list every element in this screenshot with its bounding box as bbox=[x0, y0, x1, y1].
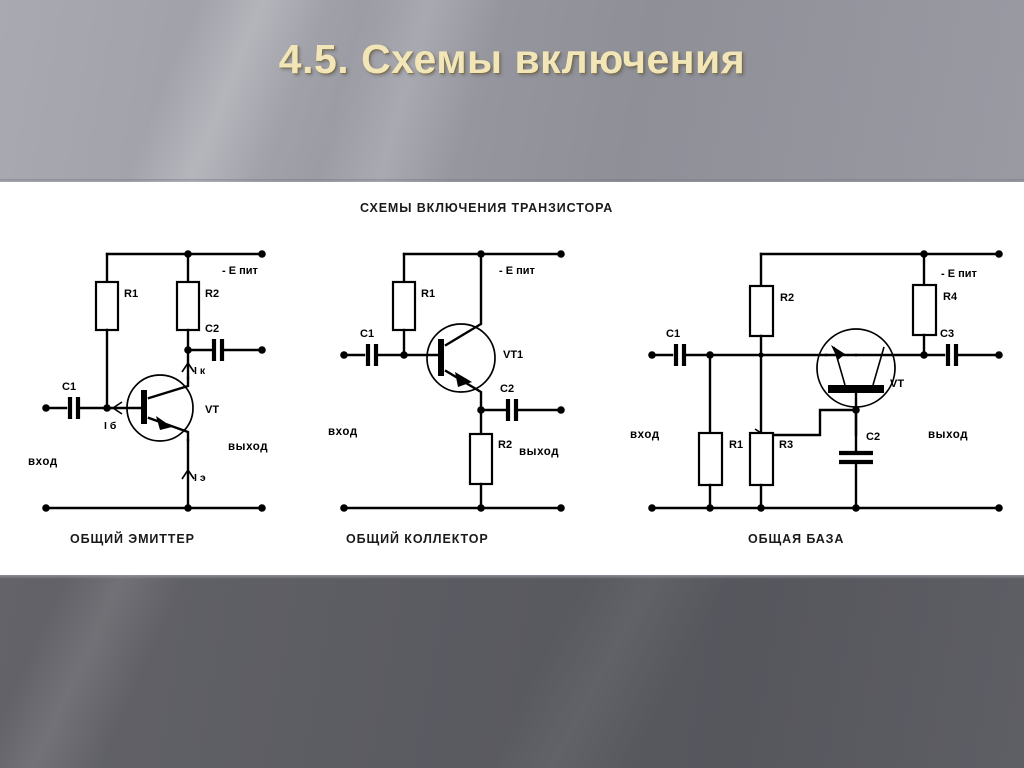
ground-mid-dot bbox=[477, 504, 485, 512]
output-label: выход bbox=[928, 429, 968, 441]
ground-right-dot bbox=[258, 504, 266, 512]
resistor-R3-label: R3 bbox=[779, 439, 793, 451]
transistor-base-bar bbox=[141, 390, 147, 424]
emitter-arrow-head bbox=[831, 345, 845, 360]
resistor-R2 bbox=[468, 432, 494, 486]
ground-left-dot bbox=[42, 504, 50, 512]
emitter-current-arrow bbox=[181, 468, 195, 480]
base-current-arrow bbox=[111, 401, 123, 415]
transistor-collector-line bbox=[147, 376, 190, 400]
input-label: вход bbox=[630, 429, 660, 441]
supply-label: - Е пит bbox=[941, 268, 978, 280]
top-background-band bbox=[0, 0, 1024, 182]
bottom-background-band bbox=[0, 575, 1024, 768]
emitter-arrow-head bbox=[455, 372, 472, 387]
base-current-label: I б bbox=[104, 420, 117, 432]
figure-heading: СХЕМЫ ВКЛЮЧЕНИЯ ТРАНЗИСТОРА bbox=[360, 201, 613, 215]
resistor-R2 bbox=[175, 280, 201, 332]
transistor-collector-line bbox=[872, 346, 885, 386]
resistor-R4-label: R4 bbox=[943, 291, 958, 303]
capacitor-C1-label: C1 bbox=[62, 381, 76, 393]
r2-node-dot bbox=[758, 352, 764, 358]
transistor-base-bar bbox=[828, 385, 884, 393]
emitter-current-label: I э bbox=[194, 472, 206, 484]
circuit-caption: ОБЩАЯ БАЗА bbox=[748, 532, 844, 546]
supply-terminal-dot bbox=[258, 250, 266, 258]
ground-r3-dot bbox=[757, 504, 765, 512]
ground-left-dot bbox=[648, 504, 656, 512]
circuit-caption: ОБЩИЙ КОЛЛЕКТОР bbox=[346, 531, 489, 546]
transistor-label: VT bbox=[890, 378, 904, 390]
ground-mid-dot bbox=[184, 504, 192, 512]
supply-label: - Е пит bbox=[499, 265, 536, 277]
resistor-R1 bbox=[697, 431, 724, 487]
capacitor-C1-label: C1 bbox=[666, 328, 680, 340]
resistor-R3 bbox=[748, 431, 775, 487]
input-label: вход bbox=[28, 456, 58, 468]
supply-terminal-dot bbox=[995, 250, 1003, 258]
capacitor-C2-label: C2 bbox=[500, 383, 514, 395]
collector-current-label: I к bbox=[194, 365, 206, 377]
input-terminal-dot bbox=[648, 351, 656, 359]
transistor-emitter-line bbox=[147, 416, 190, 442]
transistor-collector-line bbox=[444, 252, 483, 347]
ground-c2-dot bbox=[852, 504, 860, 512]
resistor-R1-label: R1 bbox=[729, 439, 743, 451]
transistor-base-bar bbox=[438, 339, 444, 376]
transistor-configurations-figure: СХЕМЫ ВКЛЮЧЕНИЯ ТРАНЗИСТОРА - Е пит R1 R… bbox=[28, 201, 1003, 546]
circuit-common-collector: - Е пит R1 C1 VT1 bbox=[328, 250, 565, 546]
emitter-arrow-head bbox=[156, 416, 172, 430]
circuit-caption: ОБЩИЙ ЭМИТТЕР bbox=[70, 531, 195, 546]
capacitor-C2-label: C2 bbox=[866, 431, 880, 443]
resistor-R4 bbox=[911, 283, 938, 337]
capacitor-C3-label: C3 bbox=[940, 328, 954, 340]
circuit-common-emitter: - Е пит R1 R2 C2 I к bbox=[28, 250, 268, 546]
supply-label: - Е пит bbox=[222, 265, 259, 277]
page-title: 4.5. Схемы включения bbox=[278, 36, 746, 82]
ground-right-dot bbox=[995, 504, 1003, 512]
resistor-R2-label: R2 bbox=[780, 292, 794, 304]
transistor-body-circle bbox=[426, 323, 496, 393]
output-label: выход bbox=[519, 446, 559, 458]
output-terminal-dot bbox=[995, 351, 1003, 359]
capacitor-C2-label: C2 bbox=[205, 323, 219, 335]
transistor-label: VT1 bbox=[503, 349, 523, 361]
output-label: выход bbox=[228, 441, 268, 453]
transistor-label: VT bbox=[205, 404, 219, 416]
supply-terminal-dot bbox=[557, 250, 565, 258]
ground-r1-dot bbox=[706, 504, 714, 512]
input-terminal-dot bbox=[340, 351, 348, 359]
resistor-R2 bbox=[748, 284, 775, 338]
resistor-R1 bbox=[94, 280, 120, 332]
resistor-R2-label: R2 bbox=[205, 288, 219, 300]
circuit-common-base: - Е пит R2 R4 C1 bbox=[630, 250, 1003, 546]
input-label: вход bbox=[328, 426, 358, 438]
output-terminal-dot bbox=[258, 346, 266, 354]
resistor-R1-label: R1 bbox=[124, 288, 138, 300]
resistor-R1-label: R1 bbox=[421, 288, 435, 300]
input-terminal-dot bbox=[42, 404, 50, 412]
output-terminal-dot bbox=[557, 406, 565, 414]
resistor-R1 bbox=[391, 280, 417, 332]
ground-right-dot bbox=[557, 504, 565, 512]
ground-left-dot bbox=[340, 504, 348, 512]
base-feedback-wire bbox=[759, 408, 858, 437]
capacitor-C1-label: C1 bbox=[360, 328, 374, 340]
collector-current-arrow bbox=[181, 361, 195, 373]
resistor-R2-label: R2 bbox=[498, 439, 512, 451]
